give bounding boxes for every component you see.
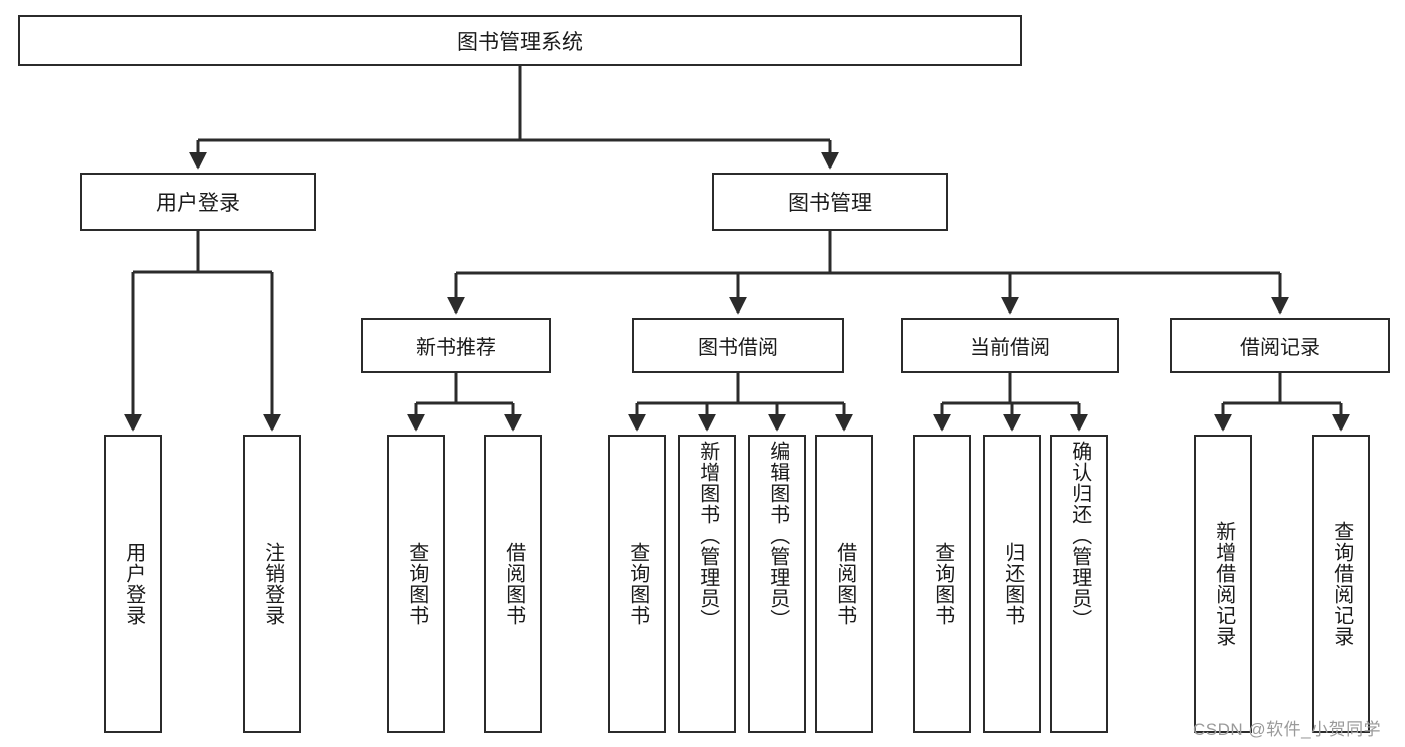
node-book-management[interactable]: 图书管理 — [712, 173, 948, 231]
node-root-label: 图书管理系统 — [457, 30, 583, 54]
leaf-edit-book-admin[interactable]: 编辑图书（管理员） — [748, 435, 806, 733]
node-new-book-recommend[interactable]: 新书推荐 — [361, 318, 551, 373]
node-book-borrow[interactable]: 图书借阅 — [632, 318, 844, 373]
leaf-lend-book[interactable]: 借阅图书 — [815, 435, 873, 733]
node-borrow-record[interactable]: 借阅记录 — [1170, 318, 1390, 373]
leaf-add-borrow-record-label: 新增借阅记录 — [1212, 521, 1235, 647]
leaf-query-borrow-record-label: 查询借阅记录 — [1330, 521, 1353, 647]
leaf-edit-book-admin-label: 编辑图书（管理员） — [766, 441, 789, 630]
node-new-book-recommend-label: 新书推荐 — [416, 337, 496, 359]
leaf-borrow-book-recommend[interactable]: 借阅图书 — [484, 435, 542, 733]
leaf-add-borrow-record[interactable]: 新增借阅记录 — [1194, 435, 1252, 733]
node-root[interactable]: 图书管理系统 — [18, 15, 1022, 66]
node-user-login[interactable]: 用户登录 — [80, 173, 316, 231]
node-current-borrow[interactable]: 当前借阅 — [901, 318, 1119, 373]
leaf-query-book-borrow[interactable]: 查询图书 — [608, 435, 666, 733]
leaf-user-login[interactable]: 用户登录 — [104, 435, 162, 733]
leaf-add-book-admin[interactable]: 新增图书（管理员） — [678, 435, 736, 733]
leaf-query-book-borrow-label: 查询图书 — [626, 542, 649, 626]
leaf-lend-book-label: 借阅图书 — [833, 542, 856, 626]
leaf-query-book-recommend-label: 查询图书 — [405, 542, 428, 626]
node-current-borrow-label: 当前借阅 — [970, 337, 1050, 359]
leaf-query-book-recommend[interactable]: 查询图书 — [387, 435, 445, 733]
leaf-user-login-label: 用户登录 — [122, 542, 145, 626]
leaf-user-logout-label: 注销登录 — [261, 542, 284, 626]
leaf-query-book-current-label: 查询图书 — [931, 542, 954, 626]
node-book-management-label: 图书管理 — [788, 192, 872, 215]
leaf-query-book-current[interactable]: 查询图书 — [913, 435, 971, 733]
leaf-query-borrow-record[interactable]: 查询借阅记录 — [1312, 435, 1370, 733]
csdn-watermark: CSDN @软件_小贺同学 — [1193, 720, 1382, 739]
leaf-user-logout[interactable]: 注销登录 — [243, 435, 301, 733]
leaf-confirm-return-admin[interactable]: 确认归还（管理员） — [1050, 435, 1108, 733]
leaf-return-book-label: 归还图书 — [1001, 542, 1024, 626]
leaf-confirm-return-admin-label: 确认归还（管理员） — [1068, 441, 1091, 630]
node-borrow-record-label: 借阅记录 — [1240, 337, 1320, 359]
node-book-borrow-label: 图书借阅 — [698, 337, 778, 359]
node-user-login-label: 用户登录 — [156, 192, 240, 215]
leaf-return-book[interactable]: 归还图书 — [983, 435, 1041, 733]
leaf-borrow-book-recommend-label: 借阅图书 — [502, 542, 525, 626]
leaf-add-book-admin-label: 新增图书（管理员） — [696, 441, 719, 630]
